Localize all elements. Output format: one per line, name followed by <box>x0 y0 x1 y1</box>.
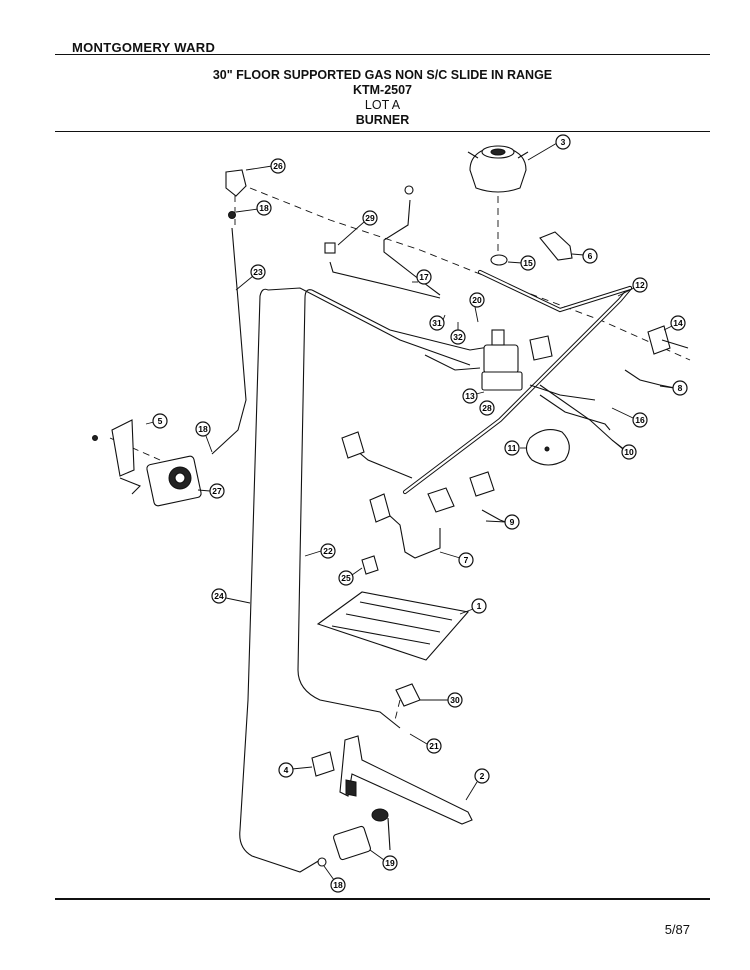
callout-15: 15 <box>520 255 536 271</box>
svg-text:9: 9 <box>510 517 515 527</box>
svg-text:6: 6 <box>588 251 593 261</box>
ignitor <box>647 325 689 355</box>
title-block: 30" FLOOR SUPPORTED GAS NON S/C SLIDE IN… <box>55 68 710 128</box>
callout-30: 30 <box>447 692 463 708</box>
callout-19: 19 <box>382 855 398 871</box>
svg-text:12: 12 <box>635 280 645 290</box>
callout-27: 27 <box>209 483 225 499</box>
title-rule <box>55 131 710 132</box>
svg-text:8: 8 <box>678 383 683 393</box>
svg-text:4: 4 <box>284 765 289 775</box>
callout-10: 10 <box>621 444 637 460</box>
callout-21: 21 <box>426 738 442 754</box>
svg-text:20: 20 <box>472 295 482 305</box>
header-rule <box>55 54 710 55</box>
manifold-pipe <box>402 269 633 495</box>
svg-text:17: 17 <box>419 272 429 282</box>
callout-list: 3 26 18 29 6 15 23 17 12 20 31 32 14 8 1… <box>145 134 688 893</box>
callout-7: 7 <box>458 552 474 568</box>
callout-24: 24 <box>211 588 227 604</box>
burner-head <box>467 145 529 193</box>
svg-text:26: 26 <box>273 161 283 171</box>
thermostat-assembly <box>92 419 202 507</box>
callout-23: 23 <box>250 264 266 280</box>
bracket-part <box>490 231 573 266</box>
svg-text:18: 18 <box>198 424 208 434</box>
callout-32: 32 <box>450 329 466 345</box>
svg-text:31: 31 <box>432 318 442 328</box>
broiler-grate <box>316 591 470 661</box>
svg-text:21: 21 <box>429 741 439 751</box>
callout-2: 2 <box>474 768 490 784</box>
callout-11: 11 <box>504 440 520 456</box>
callout-26: 26 <box>270 158 286 174</box>
callout-8: 8 <box>672 380 688 396</box>
svg-text:24: 24 <box>214 591 224 601</box>
svg-text:27: 27 <box>212 486 222 496</box>
svg-text:15: 15 <box>523 258 533 268</box>
svg-text:5: 5 <box>158 416 163 426</box>
svg-text:29: 29 <box>365 213 375 223</box>
assembly-dash-lines <box>109 187 691 721</box>
callout-22: 22 <box>320 543 336 559</box>
callout-20: 20 <box>469 292 485 308</box>
bracket-clip <box>311 751 335 777</box>
brand-name: MONTGOMERY WARD <box>72 40 216 55</box>
title-line-model-number: KTM-2507 <box>352 83 413 97</box>
svg-text:25: 25 <box>341 573 351 583</box>
callout-31: 31 <box>429 315 445 331</box>
callout-4: 4 <box>278 762 294 778</box>
svg-text:7: 7 <box>464 555 469 565</box>
svg-text:14: 14 <box>673 318 683 328</box>
callout-18-bottom: 18 <box>330 877 346 893</box>
svg-text:10: 10 <box>624 447 634 457</box>
orifice-nut <box>361 555 379 575</box>
callout-17: 17 <box>416 269 432 285</box>
svg-text:23: 23 <box>253 267 263 277</box>
callout-16: 16 <box>632 412 648 428</box>
svg-text:30: 30 <box>450 695 460 705</box>
callout-3: 3 <box>555 134 571 150</box>
svg-text:1: 1 <box>477 601 482 611</box>
title-line-lot: LOT A <box>364 98 401 112</box>
callout-6: 6 <box>582 248 598 264</box>
callout-29: 29 <box>362 210 378 226</box>
callout-12: 12 <box>632 277 648 293</box>
revision-date: 5/87 <box>664 922 690 937</box>
svg-text:16: 16 <box>635 415 645 425</box>
elbow-fitting <box>225 169 414 254</box>
title-line-model-description: 30" FLOOR SUPPORTED GAS NON S/C SLIDE IN… <box>212 68 553 82</box>
footer-rule <box>55 898 710 900</box>
svg-text:19: 19 <box>385 858 395 868</box>
svg-text:13: 13 <box>465 391 475 401</box>
callout-18-mid: 18 <box>195 421 211 437</box>
svg-text:3: 3 <box>561 137 566 147</box>
callout-1: 1 <box>471 598 487 614</box>
callout-18-top: 18 <box>256 200 272 216</box>
gas-tubes <box>211 199 496 873</box>
svg-text:11: 11 <box>508 443 517 453</box>
callout-25: 25 <box>338 570 354 586</box>
callout-14: 14 <box>670 315 686 331</box>
flame-spreader <box>525 429 570 466</box>
title-line-section: BURNER <box>355 113 410 127</box>
callout-13: 13 <box>462 388 478 404</box>
pilot-burners <box>341 431 495 523</box>
callout-9: 9 <box>504 514 520 530</box>
svg-text:22: 22 <box>323 546 333 556</box>
callout-28: 28 <box>479 400 495 416</box>
svg-text:18: 18 <box>333 880 343 890</box>
callout-5: 5 <box>152 413 168 429</box>
svg-text:18: 18 <box>259 203 269 213</box>
gas-valve <box>481 329 553 391</box>
safety-valve <box>317 808 391 867</box>
svg-text:28: 28 <box>482 403 492 413</box>
svg-text:32: 32 <box>453 332 463 342</box>
svg-text:2: 2 <box>480 771 485 781</box>
broiler-burner <box>339 735 473 825</box>
